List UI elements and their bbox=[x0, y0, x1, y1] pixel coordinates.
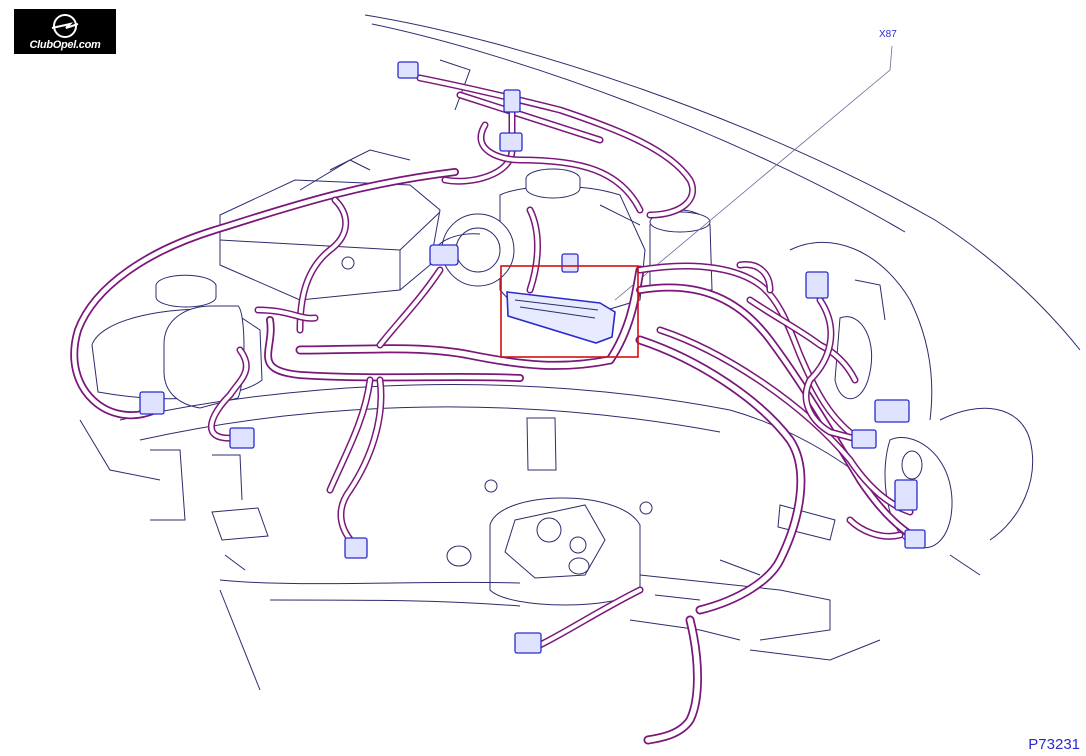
connector-icon bbox=[904, 529, 926, 549]
opel-emblem-icon bbox=[51, 14, 79, 38]
x87-highlight-box bbox=[500, 265, 639, 358]
connector-icon bbox=[139, 391, 165, 415]
connector-icon bbox=[397, 61, 419, 79]
connector-icon bbox=[429, 244, 459, 266]
connector-icon bbox=[229, 427, 255, 449]
connector-icon bbox=[851, 429, 877, 449]
connector-icon bbox=[344, 537, 368, 559]
connector-icon bbox=[499, 132, 523, 152]
x87-callout-label: X87 bbox=[879, 29, 897, 40]
x87-control-module-icon bbox=[506, 291, 616, 344]
connector-icon bbox=[874, 399, 910, 423]
clubopel-logo: ClubOpel.com bbox=[14, 9, 116, 54]
connector-icon bbox=[503, 89, 521, 113]
logo-text: ClubOpel.com bbox=[29, 39, 101, 51]
connector-icon bbox=[514, 632, 542, 654]
connector-icon bbox=[805, 271, 829, 299]
connector-icon bbox=[894, 479, 918, 511]
figure-code: P73231 bbox=[1028, 736, 1080, 753]
connector-icon bbox=[561, 253, 579, 273]
